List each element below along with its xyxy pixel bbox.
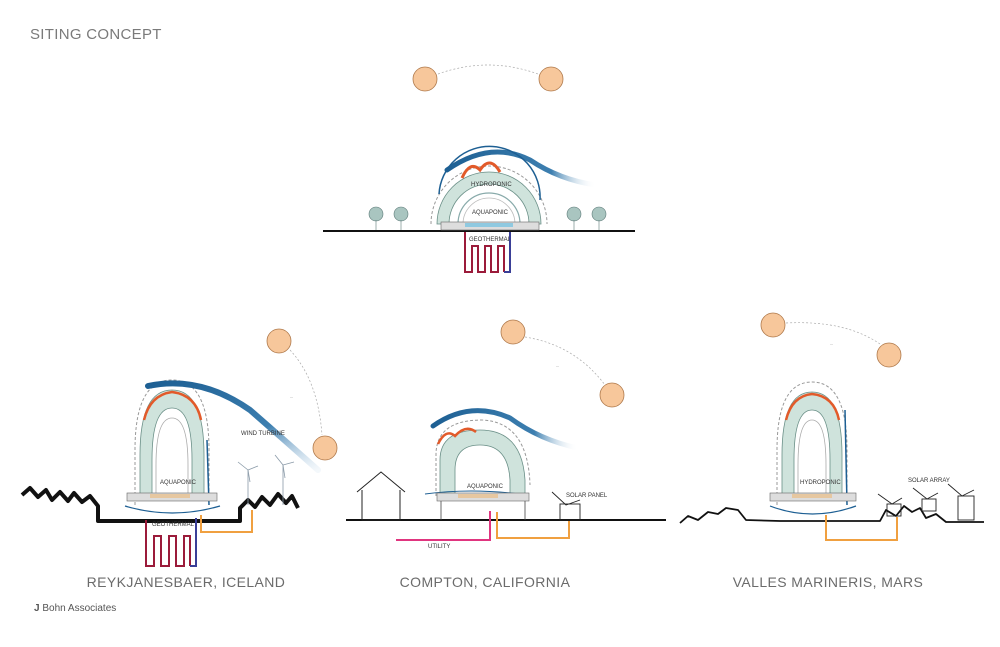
site-caption-compton: COMPTON, CALIFORNIA bbox=[399, 574, 571, 590]
mars-terrain bbox=[679, 505, 984, 524]
wind-flow bbox=[430, 408, 581, 451]
wind-flow bbox=[145, 380, 321, 473]
lava-terrain bbox=[20, 486, 300, 523]
dome-aquaponic bbox=[457, 192, 521, 225]
hydroponic-label: HYDROPONIC bbox=[800, 480, 841, 486]
tree-icon bbox=[368, 206, 607, 230]
solar-panel-icon bbox=[551, 491, 581, 521]
sun-path bbox=[437, 64, 539, 75]
utility-label: UTILITY bbox=[428, 544, 450, 550]
credit-line: J Bohn Associates bbox=[34, 603, 116, 614]
credit-initial: J bbox=[34, 603, 40, 614]
site-mars: — HYDROPONIC SOLAR ARRAY bbox=[679, 312, 984, 541]
solar-panel-label: SOLAR PANEL bbox=[566, 493, 608, 499]
heat-flow bbox=[784, 392, 841, 421]
hydroponic-label: HYDROPONIC bbox=[471, 182, 512, 188]
svg-text:—: — bbox=[290, 395, 293, 399]
site-caption-iceland: REYKJANESBAER, ICELAND bbox=[86, 574, 286, 590]
wind-flow bbox=[444, 149, 599, 188]
sun-icon bbox=[599, 382, 625, 408]
dome-hydroponic bbox=[781, 391, 843, 497]
aquaponic-label: AQUAPONIC bbox=[472, 210, 509, 216]
solar-array-icon bbox=[877, 483, 975, 521]
sun-icon bbox=[876, 342, 902, 368]
site-caption-mars: VALLES MARINERIS, MARS bbox=[732, 574, 924, 590]
sun-path bbox=[785, 322, 881, 345]
house-icon bbox=[356, 471, 406, 521]
geothermal-label: GEOTHERMAL bbox=[469, 237, 512, 243]
geothermal-loop bbox=[464, 232, 505, 273]
dome-outer bbox=[430, 165, 548, 225]
aquaponic-label: AQUAPONIC bbox=[467, 484, 504, 490]
sun-icon bbox=[760, 312, 786, 338]
solar-array-label: SOLAR ARRAY bbox=[908, 478, 950, 484]
wind-turbine-label: WIND TURBINE bbox=[241, 431, 285, 437]
site-iceland: — AQUAPONIC WIND TURBINE GEOTHERMAL bbox=[20, 328, 338, 567]
heat-flow bbox=[142, 390, 203, 421]
svg-text:—: — bbox=[830, 342, 833, 346]
sun-path bbox=[524, 336, 606, 386]
geothermal-label: GEOTHERMAL bbox=[152, 522, 195, 528]
sun-icon bbox=[312, 435, 338, 461]
turbine-utility-line bbox=[200, 510, 253, 533]
heat-flow bbox=[436, 427, 477, 445]
sun-path bbox=[289, 349, 323, 436]
solar-utility-line bbox=[825, 515, 898, 541]
solar-utility-line bbox=[496, 512, 570, 539]
svg-text:—: — bbox=[556, 364, 559, 368]
page-title: SITING CONCEPT bbox=[30, 26, 162, 43]
aquaponic-label: AQUAPONIC bbox=[160, 480, 197, 486]
wind-turbine-icon bbox=[237, 454, 295, 505]
sun-icon bbox=[538, 66, 564, 92]
geothermal-loop bbox=[145, 520, 191, 567]
sun-icon bbox=[412, 66, 438, 92]
dome-hydroponic bbox=[436, 171, 542, 225]
sun-icon bbox=[266, 328, 292, 354]
heat-flow bbox=[460, 161, 502, 179]
site-compton: — AQUAPONIC SOLAR PANEL UTILITY bbox=[346, 319, 666, 550]
credit-name: Bohn Associates bbox=[39, 603, 117, 614]
utility-line bbox=[396, 511, 491, 541]
sun-icon bbox=[500, 319, 526, 345]
top-site: HYDROPONIC AQUAPONIC GEOTHERMAL bbox=[323, 64, 635, 273]
